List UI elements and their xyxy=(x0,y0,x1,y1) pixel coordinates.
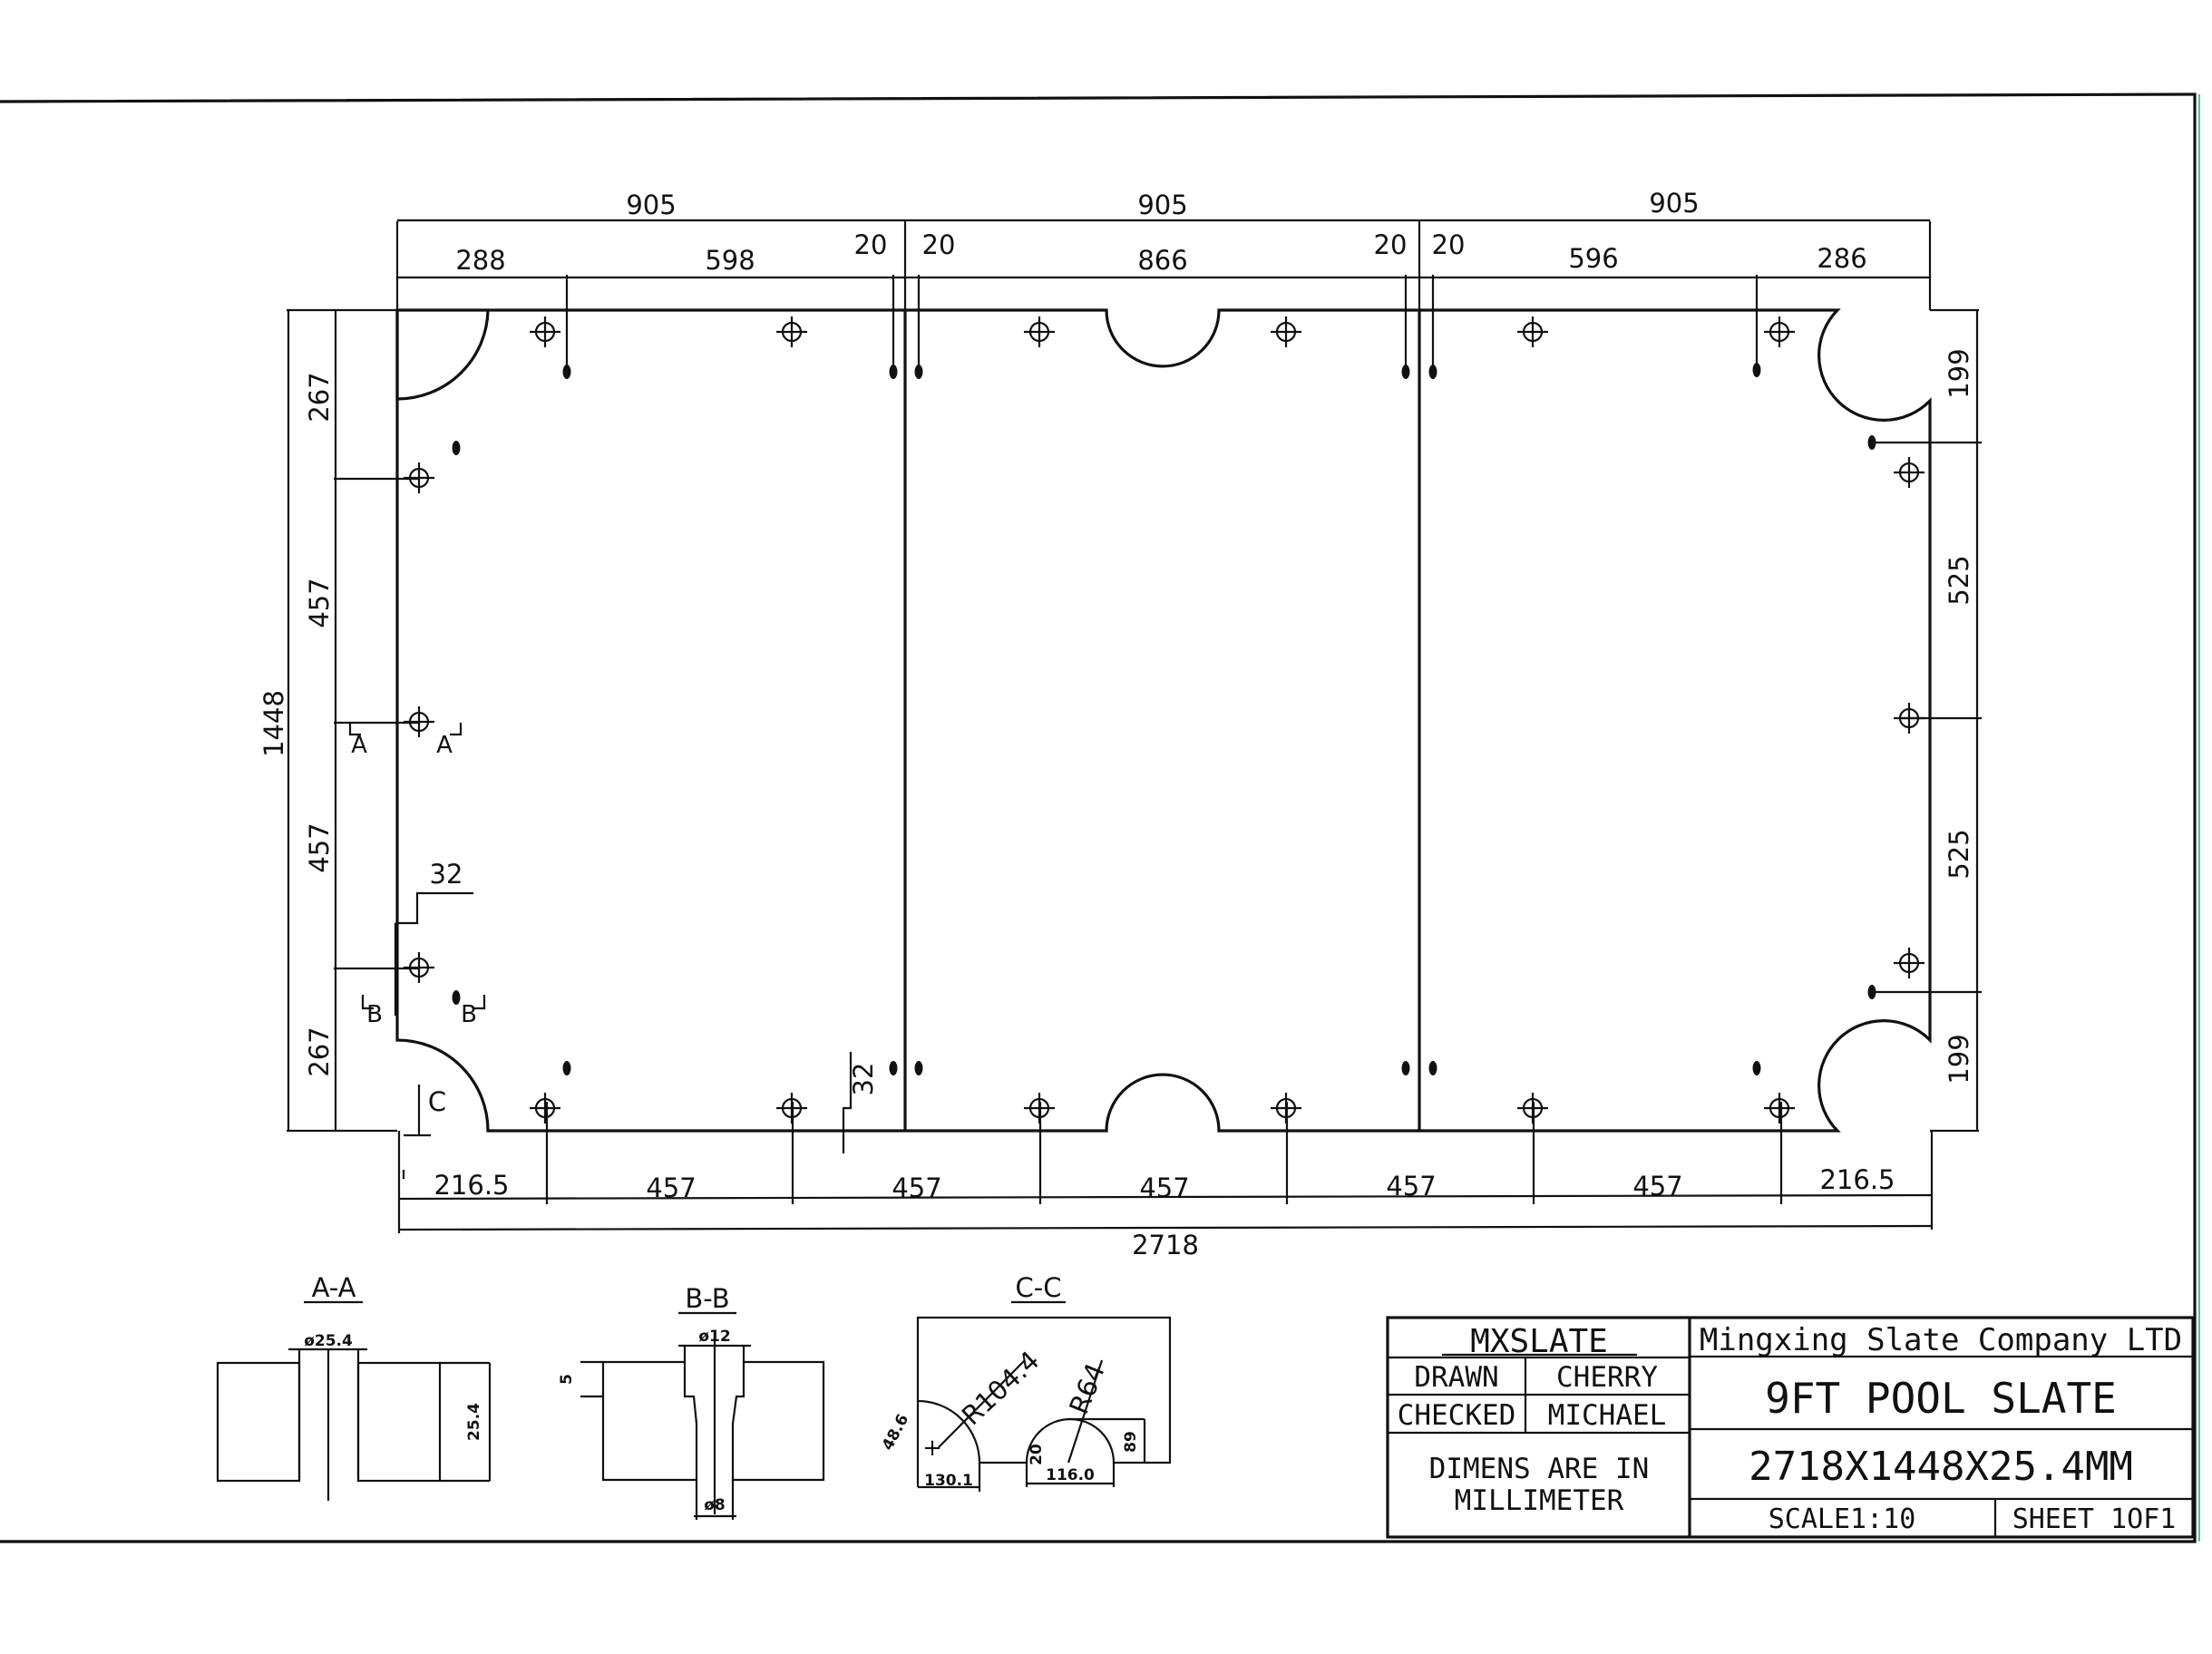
section-a-a-hole: ø25.4 xyxy=(304,1332,353,1350)
pin-mark xyxy=(1401,1061,1410,1075)
dim-267-bottom: 267 xyxy=(304,1026,335,1076)
dim-866: 866 xyxy=(1137,245,1187,276)
top-dimensions: 905 905 905 288 598 20 20 866 20 20 596 … xyxy=(395,188,1932,374)
pin-mark xyxy=(1752,1061,1761,1075)
mounting-hole xyxy=(530,316,560,347)
title-block-units-line2: MILLIMETER xyxy=(1455,1484,1624,1517)
title-block-checked-label: CHECKED xyxy=(1398,1399,1516,1432)
title-block-drawn-label: DRAWN xyxy=(1414,1361,1498,1394)
dim-457-4: 457 xyxy=(1386,1171,1436,1202)
sheet-border xyxy=(0,92,2200,1543)
title-block-checked-name: MICHAEL xyxy=(1548,1399,1667,1432)
section-a-a-title: A-A xyxy=(312,1272,356,1303)
section-c-c-s1: 48.6 xyxy=(879,1411,912,1453)
section-a-a-thickness: 25.4 xyxy=(465,1403,483,1441)
section-c-c-s2: 20 xyxy=(1028,1444,1046,1465)
dim-457-2: 457 xyxy=(892,1172,941,1203)
dim-525-upper: 525 xyxy=(1944,555,1974,605)
bottom-dimensions: 216.5 457 457 457 457 457 216.5 2718 xyxy=(397,1102,1934,1260)
title-block: MXSLATE Mingxing Slate Company LTD DRAWN… xyxy=(1386,1316,2195,1539)
dim-2718: 2718 xyxy=(1132,1230,1199,1260)
section-mark-a-left: A xyxy=(351,732,367,759)
left-dimensions: 267 457 457 267 1448 32 A A B B C 32 xyxy=(258,308,879,1179)
title-block-sheet: SHEET 1OF1 xyxy=(2012,1503,2177,1535)
dim-32-vertical: 32 xyxy=(848,1063,879,1096)
dim-596: 596 xyxy=(1568,243,1618,274)
section-b-b-title: B-B xyxy=(685,1283,729,1314)
dim-286: 286 xyxy=(1817,243,1866,274)
title-block-size: 2718X1448X25.4MM xyxy=(1749,1444,2133,1490)
section-mark-a-right: A xyxy=(436,732,453,759)
pin-mark xyxy=(452,990,461,1005)
mounting-hole xyxy=(1764,1093,1795,1124)
dim-525-lower: 525 xyxy=(1944,829,1974,879)
section-b-b-top-diameter: ø12 xyxy=(698,1328,730,1346)
section-c-c-r2: R64 xyxy=(1063,1358,1111,1418)
slate-outline xyxy=(395,308,1932,1133)
dim-20-d: 20 xyxy=(1432,229,1466,260)
mounting-holes xyxy=(404,316,1925,1124)
title-block-units-line1: DIMENS ARE IN xyxy=(1429,1453,1650,1485)
dim-457-1: 457 xyxy=(646,1172,696,1203)
pin-mark xyxy=(562,1061,571,1075)
section-mark-b-left: B xyxy=(366,1001,383,1028)
mounting-hole xyxy=(776,316,807,347)
dim-457-5: 457 xyxy=(1632,1171,1682,1202)
dim-216-5-left: 216.5 xyxy=(434,1170,509,1201)
section-c-c: C-C R104.4 R64 130.1 116.0 48.6 20 89 + xyxy=(879,1272,1172,1492)
dim-267-top: 267 xyxy=(304,372,335,422)
section-c-c-title: C-C xyxy=(1016,1272,1062,1303)
section-b-b-bottom-diameter: ø8 xyxy=(704,1496,726,1514)
title-block-product: 9FT POOL SLATE xyxy=(1765,1374,2117,1423)
title-block-company: Mingxing Slate Company LTD xyxy=(1700,1322,2182,1358)
dim-905-left: 905 xyxy=(626,190,676,220)
mounting-hole xyxy=(1271,316,1301,347)
pin-mark xyxy=(452,441,461,455)
mounting-hole xyxy=(1517,316,1548,347)
pin-mark xyxy=(889,1061,898,1075)
right-dimensions: 199 525 525 199 xyxy=(1871,308,1982,1133)
dim-598: 598 xyxy=(705,245,755,276)
section-c-c-d1: 130.1 xyxy=(924,1472,973,1490)
dim-457-upper: 457 xyxy=(304,578,335,628)
mounting-hole xyxy=(1024,316,1055,347)
section-c-c-r1: R104.4 xyxy=(956,1345,1046,1431)
section-c-c-h: 89 xyxy=(1122,1431,1140,1453)
dim-457-lower: 457 xyxy=(304,822,335,872)
dim-32-horizontal: 32 xyxy=(430,859,463,890)
mounting-hole xyxy=(1894,457,1925,488)
pin-mark xyxy=(914,1061,923,1075)
dim-216-5-right: 216.5 xyxy=(1819,1164,1895,1195)
dim-20-a: 20 xyxy=(854,229,888,260)
mounting-hole xyxy=(1894,948,1925,978)
section-mark-b-right: B xyxy=(461,1001,477,1028)
section-b-b: B-B ø12 ø8 5 xyxy=(558,1283,825,1520)
mounting-hole xyxy=(530,1093,560,1124)
title-block-scale: SCALE1:10 xyxy=(1769,1503,1916,1535)
dim-20-b: 20 xyxy=(922,229,956,260)
dim-1448: 1448 xyxy=(258,690,289,757)
title-block-drawn-name: CHERRY xyxy=(1556,1361,1658,1394)
pin-mark xyxy=(1428,1061,1437,1075)
section-mark-c: C xyxy=(428,1086,446,1117)
section-a-a: A-A ø25.4 25.4 xyxy=(216,1272,492,1501)
dim-199-bottom: 199 xyxy=(1944,1034,1974,1084)
svg-text:+: + xyxy=(922,1435,942,1462)
section-b-b-depth: 5 xyxy=(558,1374,576,1385)
mounting-hole xyxy=(1764,316,1795,347)
section-c-c-d2: 116.0 xyxy=(1046,1466,1095,1484)
dim-905-right: 905 xyxy=(1649,188,1699,219)
dim-905-mid: 905 xyxy=(1137,190,1187,220)
dim-20-c: 20 xyxy=(1374,229,1408,260)
dim-199-top: 199 xyxy=(1944,348,1974,398)
dim-457-3: 457 xyxy=(1139,1172,1189,1203)
dim-288: 288 xyxy=(455,245,505,276)
